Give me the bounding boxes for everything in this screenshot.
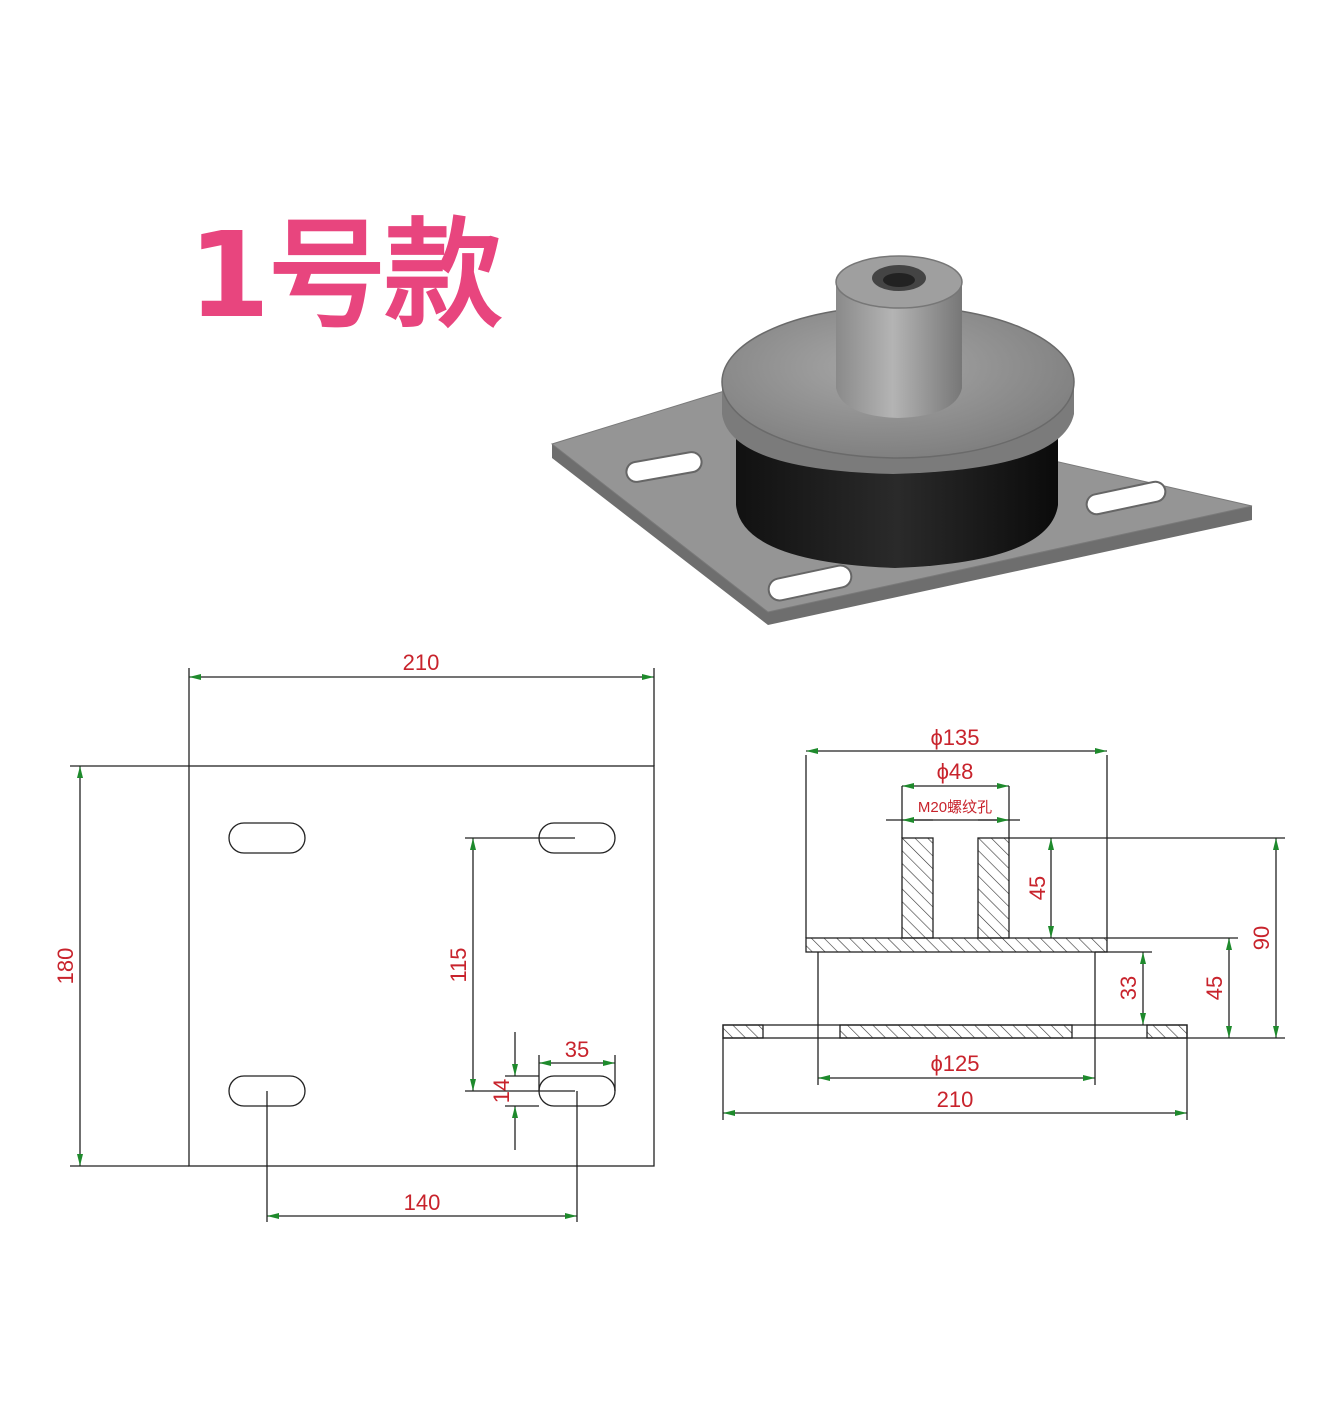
thread-note: M20螺纹孔: [918, 799, 992, 816]
dim-stud-diameter: ϕ48: [937, 759, 974, 784]
slot-icon: [228, 822, 306, 854]
dim-stud-height-45: 45: [1025, 876, 1050, 900]
plate-slot-icon: [625, 451, 1167, 602]
top-view-drawing: [70, 668, 655, 1222]
plate-outline: [188, 765, 655, 1167]
dim-rubber-height-33: 33: [1116, 976, 1141, 1000]
dim-slot-length-35: 35: [565, 1037, 589, 1062]
product-photo: [550, 255, 1253, 625]
dim-base-width-210: 210: [937, 1087, 974, 1112]
dim-width-210: 210: [403, 650, 440, 675]
dim-slot-width-14: 14: [489, 1079, 514, 1103]
side-view-drawing: [722, 748, 1285, 1120]
dim-top-disc-diameter: ϕ135: [930, 725, 979, 750]
dim-rubber-diameter: ϕ125: [930, 1051, 979, 1076]
dim-total-height-90: 90: [1249, 926, 1274, 950]
dim-height-180: 180: [53, 948, 78, 985]
dim-lower-height-45: 45: [1202, 976, 1227, 1000]
dim-slot-spacing-115: 115: [446, 947, 471, 982]
model-title: 1号款: [188, 206, 502, 344]
dim-slot-spacing-140: 140: [404, 1190, 441, 1215]
